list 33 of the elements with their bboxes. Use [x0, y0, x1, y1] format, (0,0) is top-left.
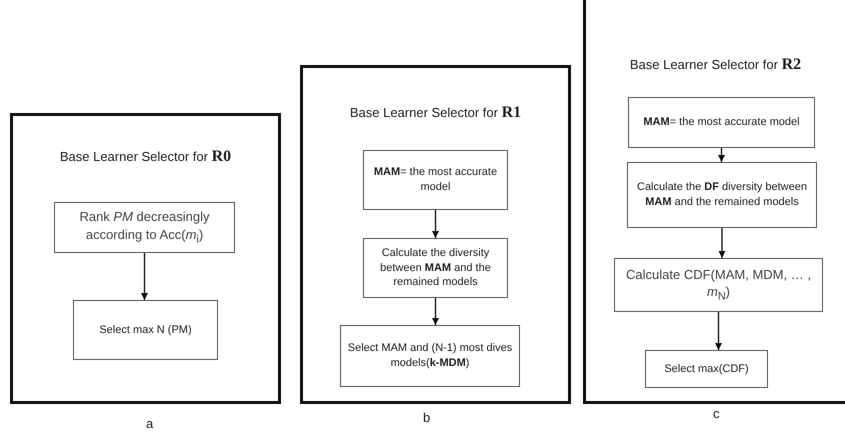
- arrow: [715, 312, 722, 350]
- panel-letter: b: [423, 410, 430, 425]
- panel-letter: c: [713, 406, 720, 421]
- step-text: Rank PM decreasingly according to Acc(m$_{i}$): [78, 208, 211, 247]
- panel-heading: Base Learner Selector for R0: [58, 148, 232, 166]
- process-box: [363, 238, 508, 298]
- step-text: Calculate the diversity between MAM and the remained models: [379, 246, 492, 290]
- process-box: [614, 258, 823, 312]
- panel-heading: Base Learner Selector for R2: [628, 56, 802, 74]
- arrow: [141, 253, 148, 300]
- arrow: [718, 148, 725, 162]
- panel-frame: [10, 113, 281, 404]
- arrow: [432, 298, 439, 325]
- step-text: MAM= the most accurate model: [643, 115, 800, 130]
- panel-heading: Base Learner Selector for R1: [348, 104, 522, 122]
- process-box: [54, 202, 235, 253]
- panel-frame: [583, 0, 845, 404]
- step-text: Select MAM and (N-1) most dives models(k-MDM): [346, 341, 514, 371]
- process-box: [340, 325, 520, 387]
- panel-frame: [300, 65, 571, 404]
- step-text: Calculate CDF(MAM, MDM, … , m$_{N}$): [625, 266, 812, 304]
- step-text: Select max N (PM): [99, 322, 192, 338]
- process-box: [627, 162, 817, 228]
- process-box: [73, 300, 218, 360]
- process-box: [363, 150, 508, 210]
- step-text: Select max(CDF): [664, 362, 749, 376]
- process-box: [645, 350, 768, 388]
- process-box: [628, 97, 815, 148]
- arrow: [718, 228, 726, 258]
- arrow: [432, 210, 439, 238]
- step-text: Calculate the DF diversity between MAM and the remained models: [636, 180, 808, 210]
- step-text: MAM= the most accurate model: [372, 165, 498, 195]
- panel-letter: a: [146, 416, 154, 431]
